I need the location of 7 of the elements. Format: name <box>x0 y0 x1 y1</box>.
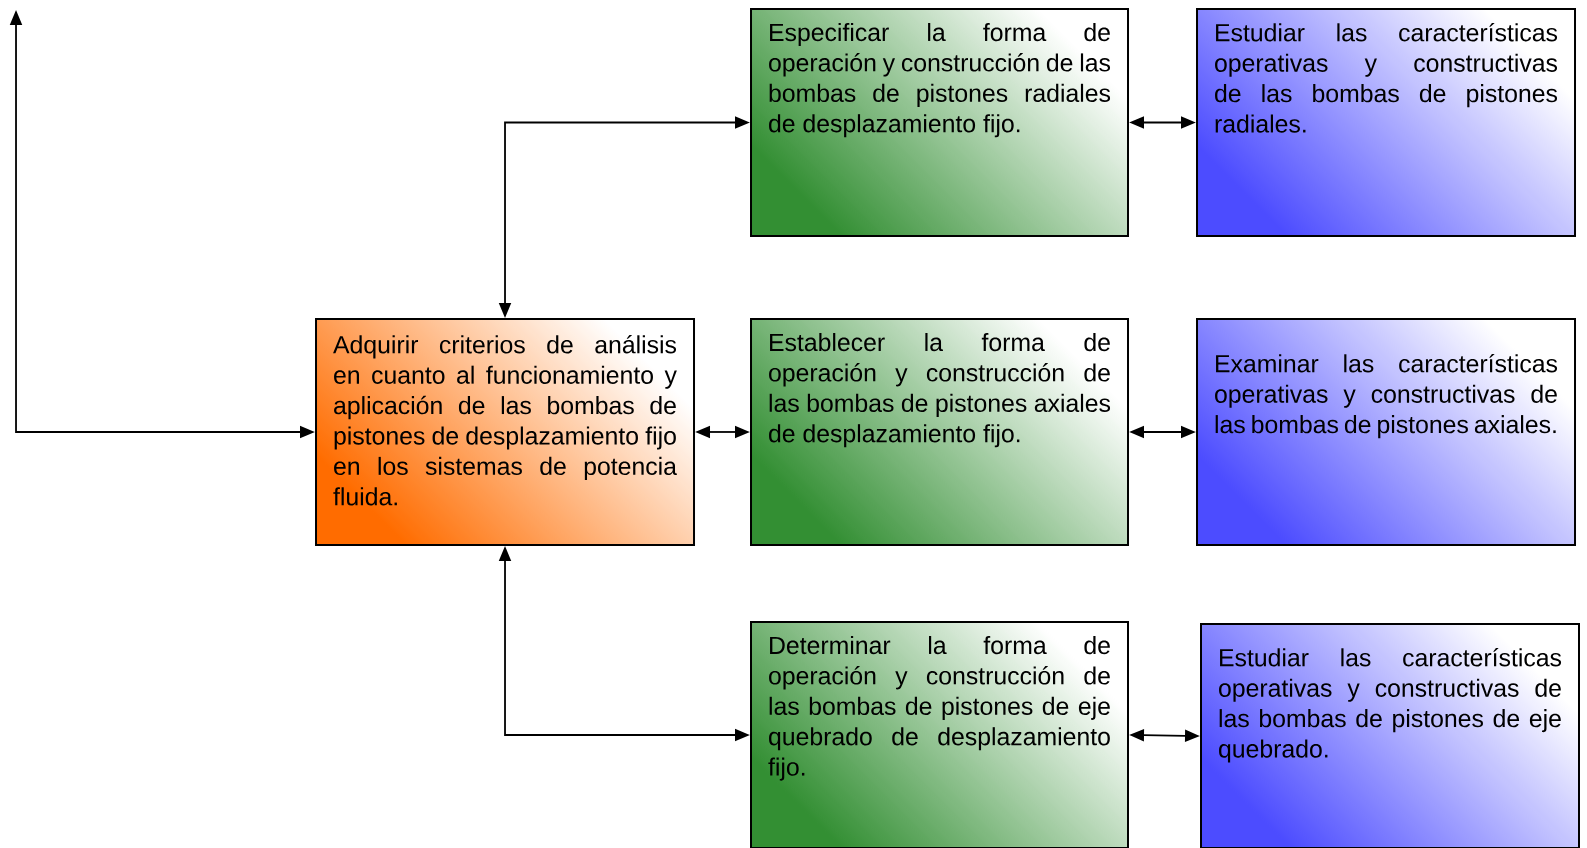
process-box: Estudiar las características operativas y constructivas de las bombas de pistones de eje quebrado. <box>1200 623 1580 848</box>
process-box: Establecer la forma de operación y construcción de las bombas de pistones axiales de desplazamiento fijo. <box>750 318 1129 546</box>
process-box: Examinar las características operativas y constructivas de las bombas de pistones axiales. <box>1196 318 1576 546</box>
process-box: Estudiar las características operativas y constructivas de las bombas de pistones radiales. <box>1196 8 1576 237</box>
process-box: Adquirir criterios de análisis en cuanto al funcionamiento y aplicación de las bombas de pistones de desplazamiento fijo en los sistemas de potencia fluida. <box>315 318 695 546</box>
process-box: Determinar la forma de operación y construcción de las bombas de pistones de eje quebrado de desplazamiento fijo. <box>750 621 1129 848</box>
process-box: Especificar la forma de operación y construcción de las bombas de pistones radiales de desplazamiento fijo. <box>750 8 1129 237</box>
